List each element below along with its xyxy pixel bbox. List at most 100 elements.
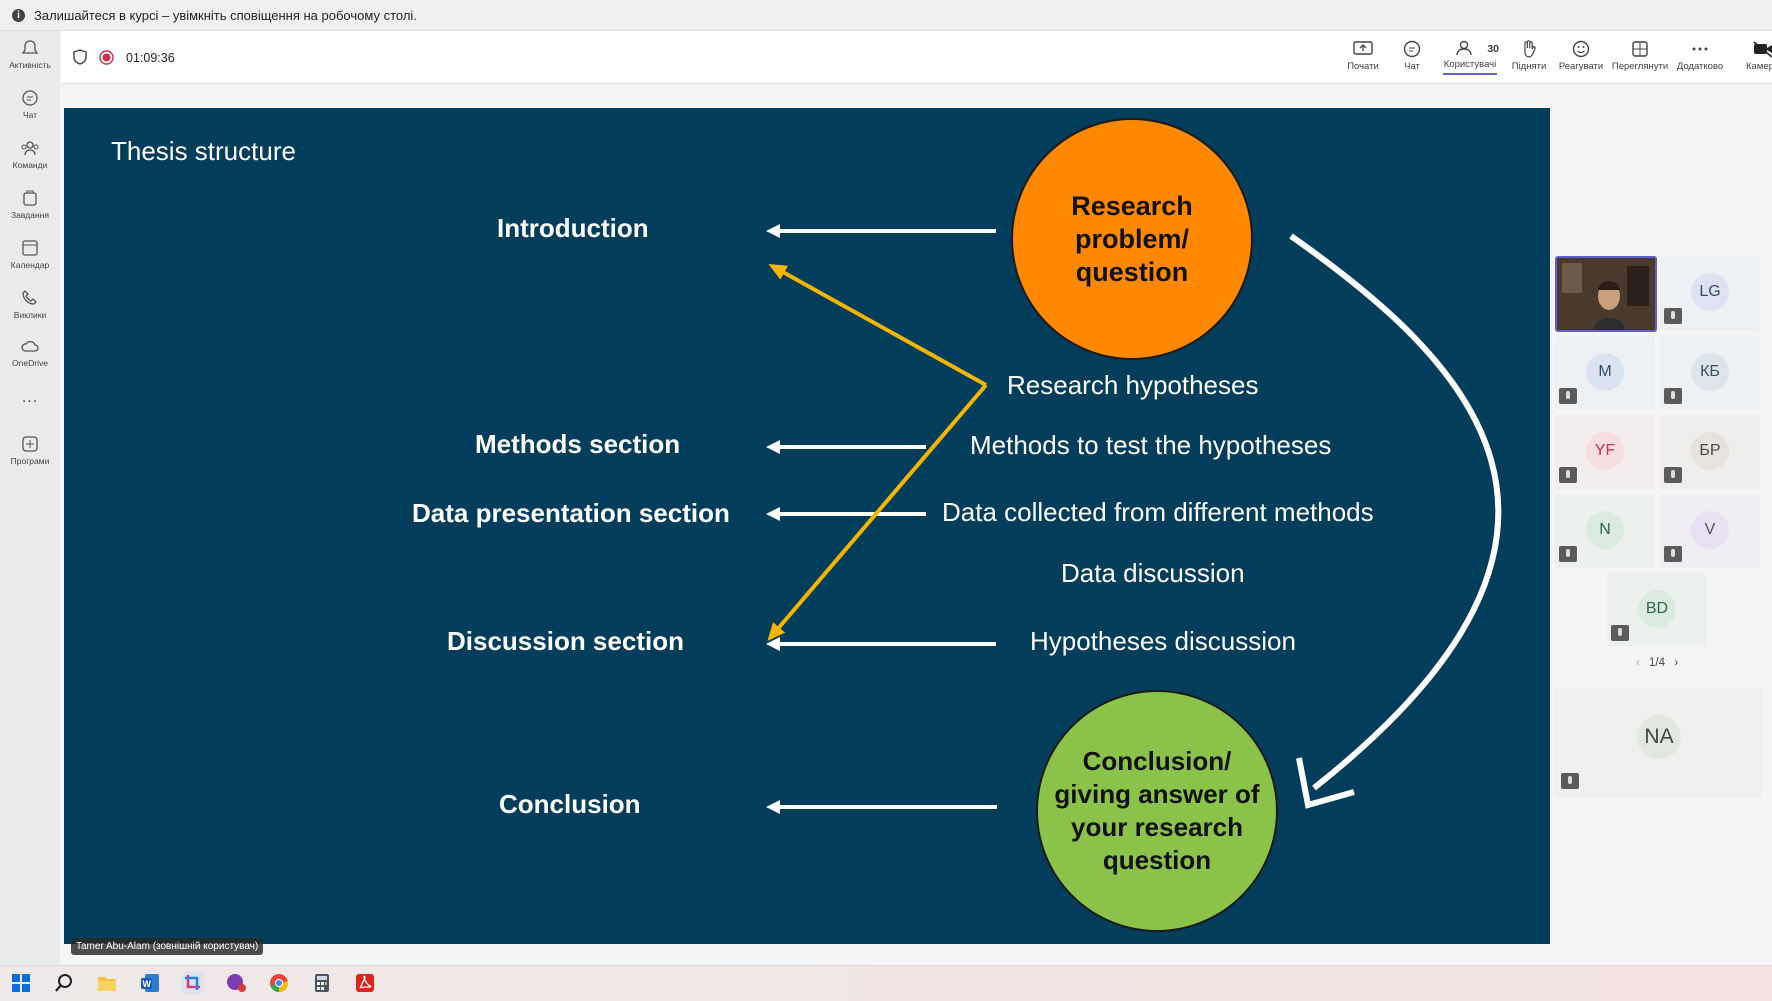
- mic-off-icon: [1664, 308, 1682, 324]
- people-label: Користувачі: [1443, 59, 1497, 70]
- rail-item-apps[interactable]: Програми: [0, 435, 60, 466]
- rail-item-activity[interactable]: Активність: [0, 39, 60, 70]
- mic-off-icon: [1559, 546, 1577, 562]
- rail-item-calls[interactable]: Виклики: [0, 289, 60, 320]
- slide-title: Thesis structure: [111, 136, 296, 166]
- arrowhead: [766, 637, 780, 651]
- notification-text[interactable]: Залишайтеся в курсі – увімкніть сповіщен…: [34, 7, 417, 23]
- participant-tile[interactable]: M: [1555, 336, 1655, 410]
- windows-start-icon[interactable]: [10, 972, 32, 994]
- chat-icon: [1403, 40, 1421, 58]
- acrobat-icon[interactable]: [354, 972, 376, 994]
- label-data-collected: Data collected from different methods: [942, 497, 1374, 527]
- participant-tile[interactable]: BD: [1607, 573, 1707, 647]
- chrome-icon[interactable]: [268, 972, 290, 994]
- rail-item-chat[interactable]: Чат: [0, 89, 60, 120]
- circle-line: Conclusion/: [1082, 746, 1232, 776]
- camera-button[interactable]: Камера: [1746, 39, 1772, 72]
- participant-tile[interactable]: YF: [1555, 415, 1655, 489]
- chevron-right-icon[interactable]: ›: [1674, 657, 1679, 669]
- participant-tile[interactable]: LG: [1660, 256, 1760, 330]
- bell-icon: [21, 40, 39, 54]
- label-methods: Methods section: [475, 429, 681, 459]
- view-button[interactable]: Переглянути: [1609, 39, 1671, 72]
- label-conclusion: Conclusion: [499, 789, 641, 819]
- react-label: Реагувати: [1558, 61, 1604, 72]
- calculator-icon[interactable]: [311, 972, 333, 994]
- featured-participant-tile[interactable]: NA: [1555, 687, 1762, 798]
- raise-hand-button[interactable]: Підняти: [1509, 39, 1549, 72]
- slide-arrows: [766, 224, 1502, 814]
- circle-line: Research: [1071, 190, 1193, 221]
- participants-pager: ‹ 1/4 ›: [1625, 657, 1689, 669]
- avatar: КБ: [1691, 353, 1729, 391]
- curved-arrow: [1289, 233, 1502, 791]
- mic-off-icon: [1664, 388, 1682, 404]
- phone-icon: [22, 290, 37, 305]
- share-button[interactable]: Почати: [1343, 39, 1383, 72]
- viber-icon[interactable]: [225, 972, 247, 994]
- search-icon[interactable]: [53, 972, 75, 994]
- rail-item-teams[interactable]: Команди: [0, 139, 60, 170]
- arrowhead: [766, 224, 780, 238]
- rail-label: Активність: [9, 60, 51, 70]
- participant-tile[interactable]: КБ: [1660, 336, 1760, 410]
- avatar: BD: [1638, 590, 1676, 628]
- more-button[interactable]: Додатково: [1673, 39, 1727, 72]
- participant-tile[interactable]: БР: [1660, 415, 1760, 489]
- mic-off-icon: [1664, 546, 1682, 562]
- rail-label: Чат: [22, 110, 38, 120]
- snipping-tool-icon[interactable]: [182, 972, 204, 994]
- rail-item-onedrive[interactable]: OneDrive: [0, 337, 60, 368]
- mic-off-icon: [1559, 388, 1577, 404]
- curved-arrowhead: [1296, 757, 1355, 809]
- arrow-hypotheses-to-discussion: [767, 383, 988, 642]
- notification-bar: i Залишайтеся в курсі – увімкніть сповіщ…: [0, 0, 1772, 31]
- meeting-timer: 01:09:36: [126, 51, 175, 65]
- more-apps-button[interactable]: ...: [0, 389, 60, 407]
- info-icon: i: [12, 8, 25, 22]
- react-button[interactable]: Реагувати: [1556, 39, 1606, 72]
- label-research-hypotheses: Research hypotheses: [1007, 370, 1259, 400]
- chat-button[interactable]: Чат: [1396, 39, 1428, 72]
- rail-label: OneDrive: [12, 358, 48, 368]
- chat-label: Чат: [1404, 61, 1420, 72]
- avatar: YF: [1586, 432, 1624, 470]
- share-screen-icon: [1353, 41, 1373, 55]
- app-rail: Активність Чат Команди Завдання Календар…: [0, 31, 60, 965]
- mic-off-icon: [1559, 467, 1577, 483]
- mic-off-icon: [1664, 467, 1682, 483]
- avatar: БР: [1691, 432, 1729, 470]
- rail-label: Календар: [10, 260, 50, 270]
- conclusion-circle: Conclusion/ giving answer of your resear…: [1036, 690, 1278, 932]
- rail-item-calendar[interactable]: Календар: [0, 239, 60, 270]
- video-thumbnail: [1557, 258, 1655, 330]
- camera-off-icon: [1753, 41, 1772, 58]
- participant-tile[interactable]: V: [1660, 494, 1760, 568]
- more-icon: ...: [21, 389, 39, 406]
- more-horizontal-icon: [1692, 47, 1708, 51]
- arrowhead: [766, 507, 780, 521]
- circle-line: question: [1102, 845, 1212, 875]
- apps-icon: [22, 436, 38, 452]
- rail-label: Завдання: [11, 210, 49, 220]
- camera-label: Камера: [1746, 61, 1772, 72]
- rail-item-assignments[interactable]: Завдання: [0, 189, 60, 220]
- label-hypotheses-discussion: Hypotheses discussion: [1030, 626, 1296, 656]
- chevron-left-icon[interactable]: ‹: [1635, 657, 1640, 669]
- presenter-video-tile[interactable]: [1555, 256, 1657, 332]
- rail-label: Команди: [12, 160, 48, 170]
- chat-icon: [22, 90, 38, 106]
- shared-slide: Thesis structure Introduction Methods se…: [64, 108, 1550, 944]
- word-icon[interactable]: W: [139, 972, 161, 994]
- mic-off-icon: [1561, 773, 1579, 789]
- assignments-icon: [23, 190, 37, 206]
- avatar: V: [1691, 511, 1729, 549]
- research-problem-circle: Research problem/ question: [1011, 118, 1253, 360]
- people-button[interactable]: 30 Користувачі: [1441, 39, 1499, 75]
- avatar: LG: [1691, 273, 1729, 311]
- file-explorer-icon[interactable]: [96, 972, 118, 994]
- avatar: N: [1586, 511, 1624, 549]
- grid-view-icon: [1632, 41, 1648, 57]
- participant-tile[interactable]: N: [1555, 494, 1655, 568]
